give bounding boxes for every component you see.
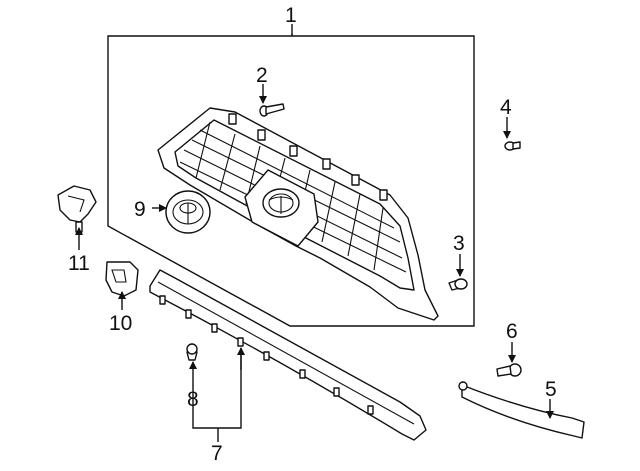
- lower-molding-part-7: [149, 269, 427, 441]
- bracket-part-11: [57, 185, 97, 233]
- bracket-part-10: [105, 261, 139, 297]
- screw-part-3: [448, 278, 468, 291]
- bolt-part-4: [504, 141, 521, 151]
- callout-4: 4: [500, 96, 512, 119]
- emblem-part: [165, 190, 211, 234]
- callout-8: 8: [187, 388, 199, 411]
- screw-part-2: [259, 103, 285, 117]
- radiator-grille: [157, 107, 439, 321]
- callout-2: 2: [256, 64, 268, 87]
- callout-9: 9: [134, 198, 146, 221]
- callout-5: 5: [545, 378, 557, 401]
- callout-7: 7: [211, 442, 223, 465]
- callout-10: 10: [109, 312, 132, 335]
- clip-part-8: [186, 343, 198, 361]
- callout-11: 11: [68, 252, 90, 275]
- leader-lines: [75, 24, 554, 442]
- grille-assembly-outline: [107, 34, 475, 327]
- screw-part-6: [496, 363, 522, 377]
- molding-part-5: [458, 381, 585, 439]
- callout-1: 1: [285, 4, 297, 27]
- callout-6: 6: [506, 320, 518, 343]
- callout-3: 3: [453, 232, 465, 255]
